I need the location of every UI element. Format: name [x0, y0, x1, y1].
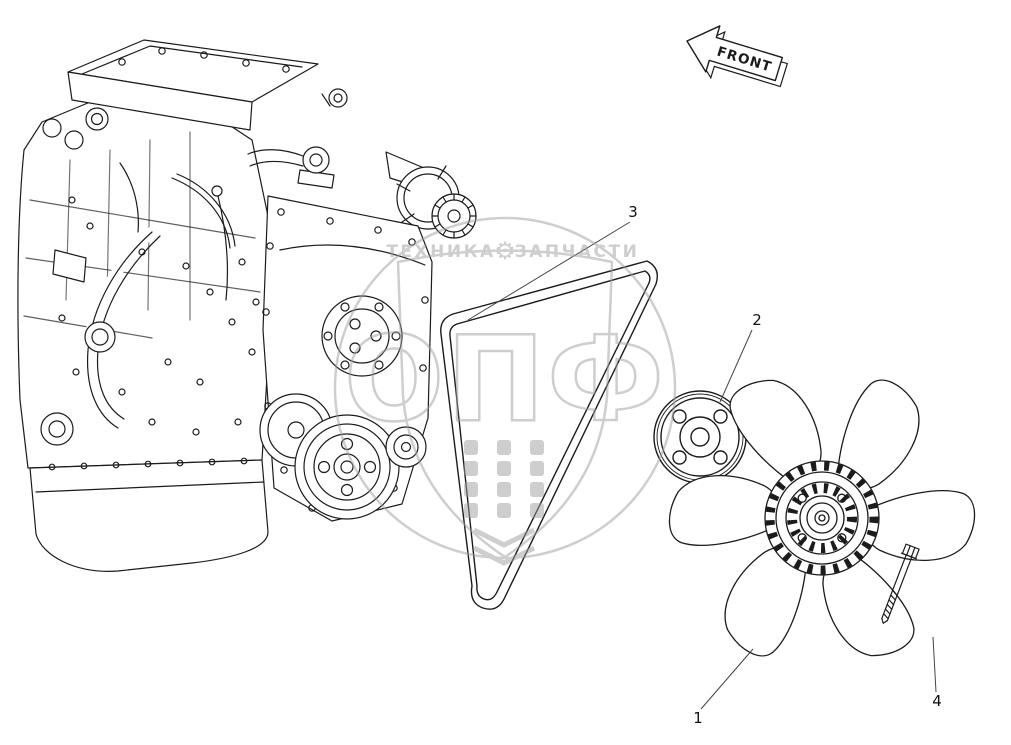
cylinder-block: [17, 95, 273, 469]
oil-pan: [29, 457, 269, 572]
valve-cover: [42, 39, 348, 150]
cooling-fan-drawing: [668, 379, 976, 657]
watermark-text-left: ТЕХНИКА: [386, 242, 495, 262]
engine-accessories: [40, 196, 260, 446]
fan-blades: [668, 379, 976, 657]
callouts: [467, 221, 937, 710]
watermark-logo-text: ОПФ: [344, 310, 666, 448]
engine-assembly-drawing: [17, 39, 477, 572]
callout-leader-1: [700, 648, 754, 710]
callout-leader-2: [719, 329, 753, 403]
alternator: [385, 151, 477, 239]
thermostat-housing: [247, 146, 335, 189]
watermark-wheat: [464, 440, 544, 566]
watermark-text-right: ЗАПЧАСТИ: [515, 242, 640, 262]
crank-pulley-set: [259, 393, 427, 520]
callout-number-1: 1: [693, 709, 703, 727]
water-pump-opening: [321, 295, 403, 377]
callout-leader-3: [467, 221, 631, 321]
watermark-shield: [396, 249, 614, 559]
callout-number-3: 3: [628, 203, 638, 221]
front-arrow: FRONT: [686, 25, 789, 88]
callout-number-2: 2: [752, 311, 762, 329]
callout-number-4: 4: [932, 692, 942, 710]
front-arrow-shadow: [691, 30, 789, 88]
front-arrow-body: [686, 25, 784, 82]
fan-belt-drawing: [440, 260, 659, 610]
watermark: ТЕХНИКА ⚙ ЗАПЧАСТИ ОПФ: [333, 216, 677, 566]
callout-leader-4: [932, 636, 937, 693]
gear-icon: ⚙: [494, 237, 516, 265]
fan-clutch-hub: [764, 460, 880, 576]
bolt-drawing: [881, 543, 920, 624]
